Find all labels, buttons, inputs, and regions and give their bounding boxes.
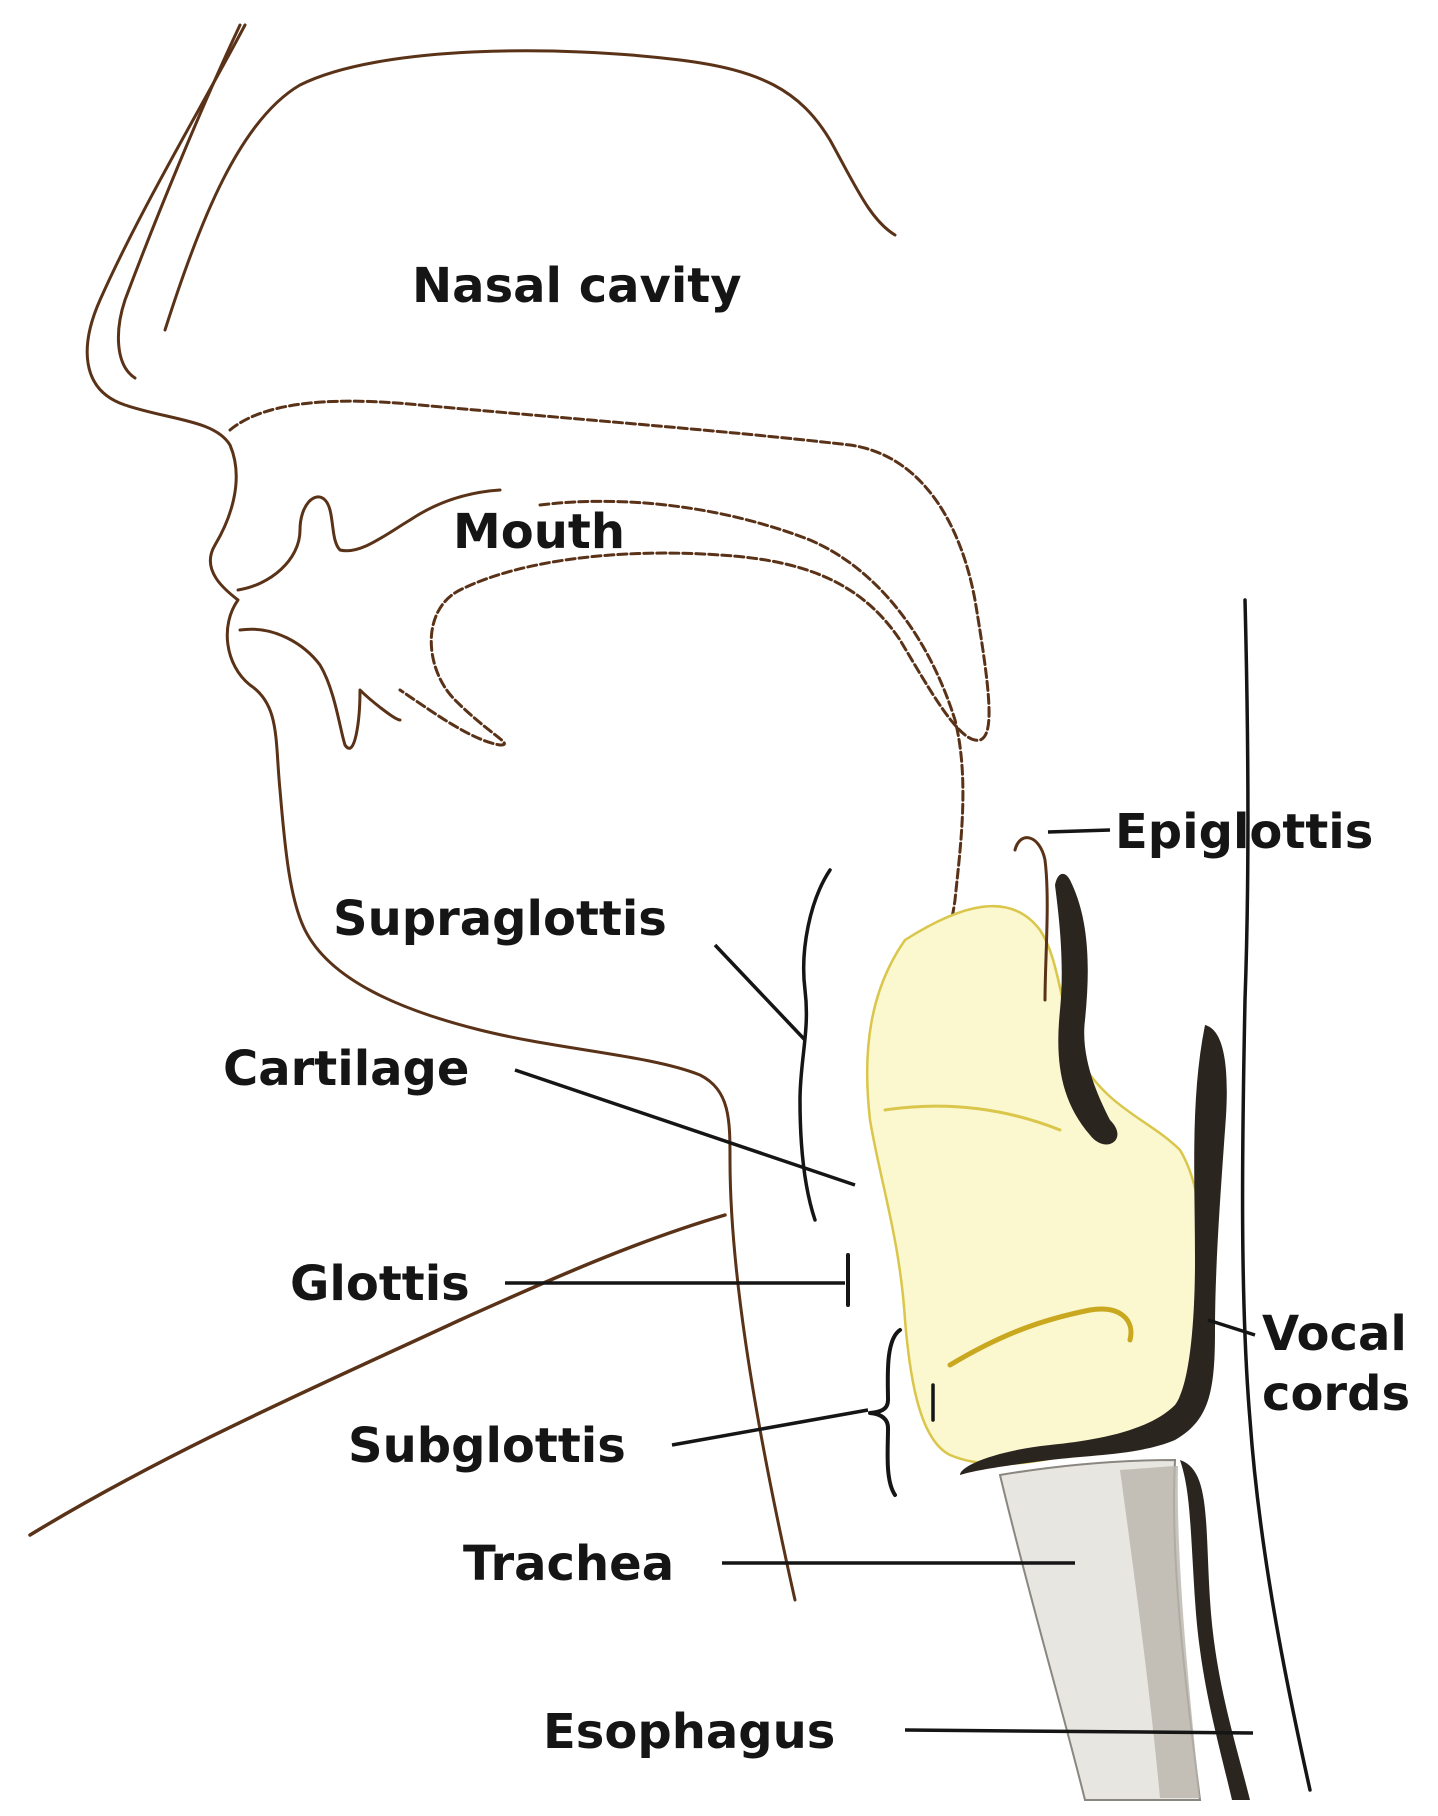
glottis-label: Glottis	[290, 1256, 470, 1312]
nasal-inner-outline	[118, 25, 240, 378]
supraglottis-label: Supraglottis	[333, 891, 667, 947]
diagram-labels: Nasal cavity Mouth Epiglottis Supraglott…	[223, 258, 1410, 1760]
esophagus-leader	[905, 1730, 1253, 1733]
vocal-cords-label-line1: Vocal	[1262, 1306, 1407, 1362]
vocal-cords-leader	[1208, 1320, 1255, 1335]
subglottis-brace	[870, 1330, 900, 1495]
cartilage-region	[867, 906, 1203, 1464]
cartilage-leader	[515, 1070, 855, 1185]
supraglottis-leader	[715, 945, 805, 1040]
subglottis-leader	[672, 1410, 868, 1445]
larynx-structure	[867, 838, 1250, 1800]
subglottis-label: Subglottis	[348, 1418, 626, 1474]
esophagus-label: Esophagus	[543, 1704, 835, 1760]
trachea-label: Trachea	[463, 1536, 674, 1592]
pharynx-back-outline	[1243, 600, 1310, 1790]
nasal-cavity-label: Nasal cavity	[412, 258, 742, 314]
epiglottis-leader	[1048, 830, 1110, 832]
cartilage-label: Cartilage	[223, 1041, 469, 1097]
palate-outline	[230, 401, 989, 745]
mouth-label: Mouth	[453, 504, 625, 560]
tongue-outline	[540, 501, 963, 941]
vocal-cords-label-line2: cords	[1262, 1366, 1410, 1422]
epiglottis-label: Epiglottis	[1115, 804, 1373, 860]
lower-lip-outline	[240, 629, 400, 748]
